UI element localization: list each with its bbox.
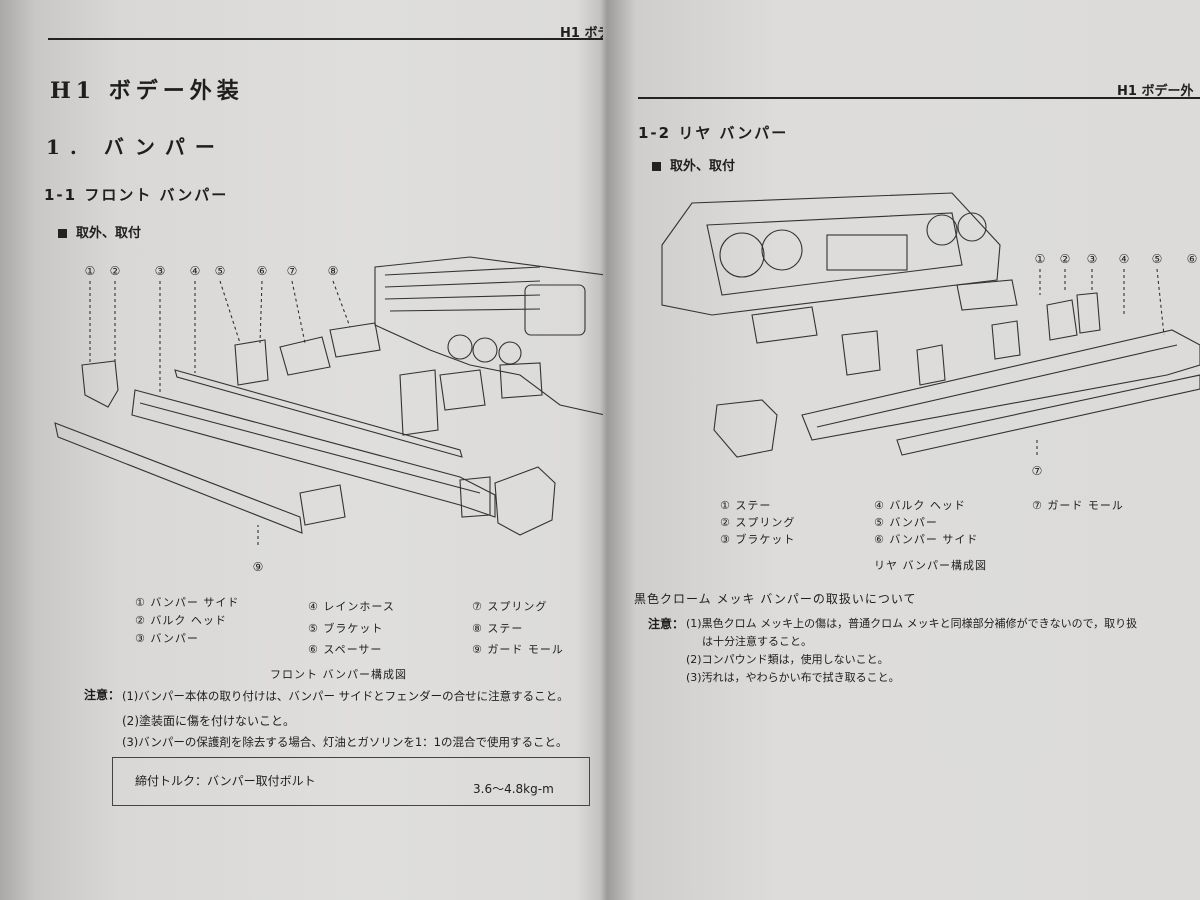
page-title: H1 ボデー外装 (50, 78, 244, 104)
guard-moulding (54, 422, 303, 534)
notes-label: 注意： (648, 617, 685, 631)
running-header: H1 ボデー (560, 26, 603, 41)
note-line: (2)コンパウンド類は，使用しないこと。 (686, 653, 889, 666)
car-rear-outline (661, 192, 1001, 316)
rear-main-bumper (801, 329, 1200, 441)
legend-item: ⑦ スプリング (472, 600, 548, 613)
bullet-square-icon (58, 229, 67, 238)
note-line: (1)バンパー本体の取り付けは、バンパー サイドとフェンダーの合せに注意すること… (122, 689, 569, 703)
procedure-heading: 取外、取付 (652, 155, 735, 174)
legend-item: ② スプリング (720, 516, 796, 529)
rear-guard-moulding (896, 374, 1200, 456)
callout-6: ⑥ (257, 264, 268, 278)
header-rule (638, 97, 1200, 99)
legend-item: ③ ブラケット (720, 533, 796, 546)
torque-box: 締付トルク：バンパー取付ボルト 3.6〜4.8kg-m (112, 757, 590, 806)
callout-9: ⑨ (253, 560, 264, 574)
legend-item: ① バンパー サイド (135, 596, 240, 609)
callout-8: ⑧ (328, 264, 339, 278)
callout-5: ⑤ (215, 264, 226, 278)
callout-4: ④ (1119, 252, 1130, 266)
legend-item: ⑤ ブラケット (308, 622, 384, 635)
legend-item: ⑧ ステー (472, 622, 524, 635)
rear-bumper-diagram: ① ② ③ ④ ⑤ ⑥ ⑦ (661, 192, 1200, 478)
callout-4: ④ (190, 264, 201, 278)
legend-item: ⑨ ガード モール (472, 643, 564, 656)
legend-item: ⑤ バンパー (874, 516, 938, 529)
note-line: (3)バンパーの保護剤を除去する場合、灯油とガソリンを1：1の混合で使用すること… (122, 735, 568, 749)
right-page: H1 ボデー外 1-2 リヤ バンパー 取外、取付 (612, 0, 1200, 900)
rear-bumper-side-left (713, 399, 778, 458)
running-header: H1 ボデー外 (1117, 84, 1194, 99)
legend-item: ④ レインホース (308, 600, 395, 613)
callout-7: ⑦ (287, 264, 298, 278)
note-line: (3)汚れは，やわらかい布で拭き取ること。 (686, 671, 900, 684)
bullet-square-icon (652, 162, 661, 171)
note-line: (1)黒色クロム メッキ上の傷は，普通クロム メッキと同様部分補修ができないので… (686, 617, 1138, 630)
note-line: は十分注意すること。 (702, 635, 812, 648)
section-heading: 1. バンパー (46, 135, 225, 159)
legend-item: ⑥ スペーサー (308, 643, 383, 656)
figure-caption: リヤ バンパー構成図 (874, 559, 988, 572)
car-grille-outline (374, 256, 603, 416)
chrome-bumper-heading: 黒色クローム メッキ バンパーの取扱いについて (634, 592, 917, 606)
note-line: (2)塗装面に傷を付けないこと。 (122, 714, 295, 728)
legend-item: ④ バルク ヘッド (874, 499, 966, 512)
callout-1: ① (1035, 252, 1046, 266)
subsection-heading: 1-1 フロント バンパー (44, 186, 229, 204)
left-page: H1 ボデー H1 ボデー外装 1. バンパー 1-1 フロント バンパー 取外… (44, 26, 603, 806)
callout-1: ① (85, 264, 96, 278)
procedure-label: 取外、取付 (76, 226, 142, 241)
legend-item: ① ステー (720, 499, 772, 512)
bumper-side-left (81, 360, 119, 408)
legend-item: ② バルク ヘッド (135, 614, 227, 627)
legend-item: ⑥ バンパー サイド (874, 533, 979, 546)
callout-3: ③ (155, 264, 166, 278)
main-bumper (131, 389, 496, 518)
bumper-side-right (494, 466, 556, 536)
procedure-heading: 取外、取付 (58, 222, 141, 241)
legend-item: ③ バンパー (135, 632, 199, 645)
callout-7: ⑦ (1032, 464, 1043, 478)
callout-2: ② (1060, 252, 1071, 266)
callout-3: ③ (1087, 252, 1098, 266)
front-bumper-diagram: ① ② ③ ④ ⑤ ⑥ ⑦ ⑧ ⑨ (54, 256, 603, 574)
figure-caption: フロント バンパー構成図 (270, 668, 408, 681)
torque-label: 締付トルク：バンパー取付ボルト (135, 774, 316, 788)
callout-5: ⑤ (1152, 252, 1163, 266)
reinforcement-bar (174, 369, 463, 458)
subsection-heading: 1-2 リヤ バンパー (638, 124, 789, 142)
torque-value: 3.6〜4.8kg-m (473, 782, 554, 796)
header-rule (48, 38, 603, 40)
legend-item: ⑦ ガード モール (1032, 499, 1124, 512)
callout-2: ② (110, 264, 121, 278)
notes-label: 注意： (84, 688, 121, 702)
procedure-label: 取外、取付 (670, 159, 736, 174)
callout-6: ⑥ (1187, 252, 1198, 266)
